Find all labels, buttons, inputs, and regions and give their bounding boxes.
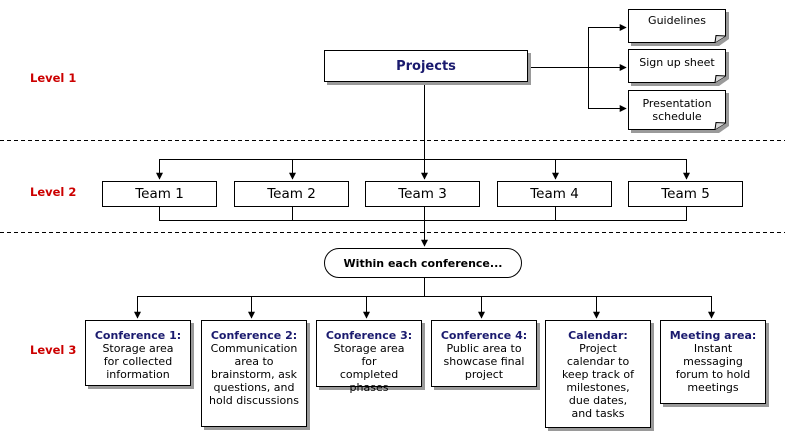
- document-guidelines: Guidelines: [628, 9, 729, 46]
- team-2-node: Team 2: [234, 181, 349, 207]
- document-presentation-schedule: Presentation schedule: [628, 90, 729, 133]
- team-5-node: Team 5: [628, 181, 743, 207]
- document-sign-up-sheet: Sign up sheet: [628, 49, 729, 86]
- area-description: Project calendar to keep track of milest…: [561, 342, 635, 420]
- area-title: Conference 1:: [94, 329, 182, 342]
- meeting-area-node: Meeting area: Instant messaging forum to…: [660, 320, 766, 404]
- projects-node: Projects: [324, 50, 528, 82]
- document-label: Guidelines: [648, 14, 706, 27]
- team-4-node: Team 4: [497, 181, 612, 207]
- projects-label: Projects: [396, 58, 456, 74]
- conference-1-node: Conference 1: Storage area for collected…: [85, 320, 191, 386]
- conference-3-node: Conference 3: Storage area for completed…: [316, 320, 422, 394]
- conference-2-node: Conference 2: Communication area to brai…: [201, 320, 307, 427]
- area-description: Storage area for collected information: [102, 342, 174, 381]
- area-description: Communication area to brainstorm, ask qu…: [209, 342, 299, 407]
- area-description: Public area to showcase final project: [443, 342, 525, 381]
- area-title: Conference 3:: [325, 329, 413, 342]
- within-conference-node: Within each conference...: [324, 248, 522, 278]
- area-title: Calendar:: [568, 329, 628, 342]
- level-1-label: Level 1: [30, 71, 77, 85]
- level-3-label: Level 3: [30, 343, 77, 357]
- document-label: Sign up sheet: [639, 56, 715, 69]
- conference-4-node: Conference 4: Public area to showcase fi…: [431, 320, 537, 387]
- area-title: Meeting area:: [669, 329, 757, 342]
- level-2-label: Level 2: [30, 185, 77, 199]
- area-description: Instant messaging forum to hold meetings: [675, 342, 751, 394]
- team-3-node: Team 3: [365, 181, 480, 207]
- within-conference-label: Within each conference...: [343, 256, 503, 270]
- area-description: Storage area for completed phases: [333, 342, 405, 394]
- team-1-node: Team 1: [102, 181, 217, 207]
- calendar-node: Calendar: Project calendar to keep track…: [545, 320, 651, 428]
- document-icon: [628, 9, 729, 46]
- document-label: Presentation schedule: [642, 97, 712, 123]
- document-icon: [628, 49, 729, 86]
- area-title: Conference 2:: [210, 329, 298, 342]
- area-title: Conference 4:: [440, 329, 528, 342]
- document-icon: [628, 90, 729, 133]
